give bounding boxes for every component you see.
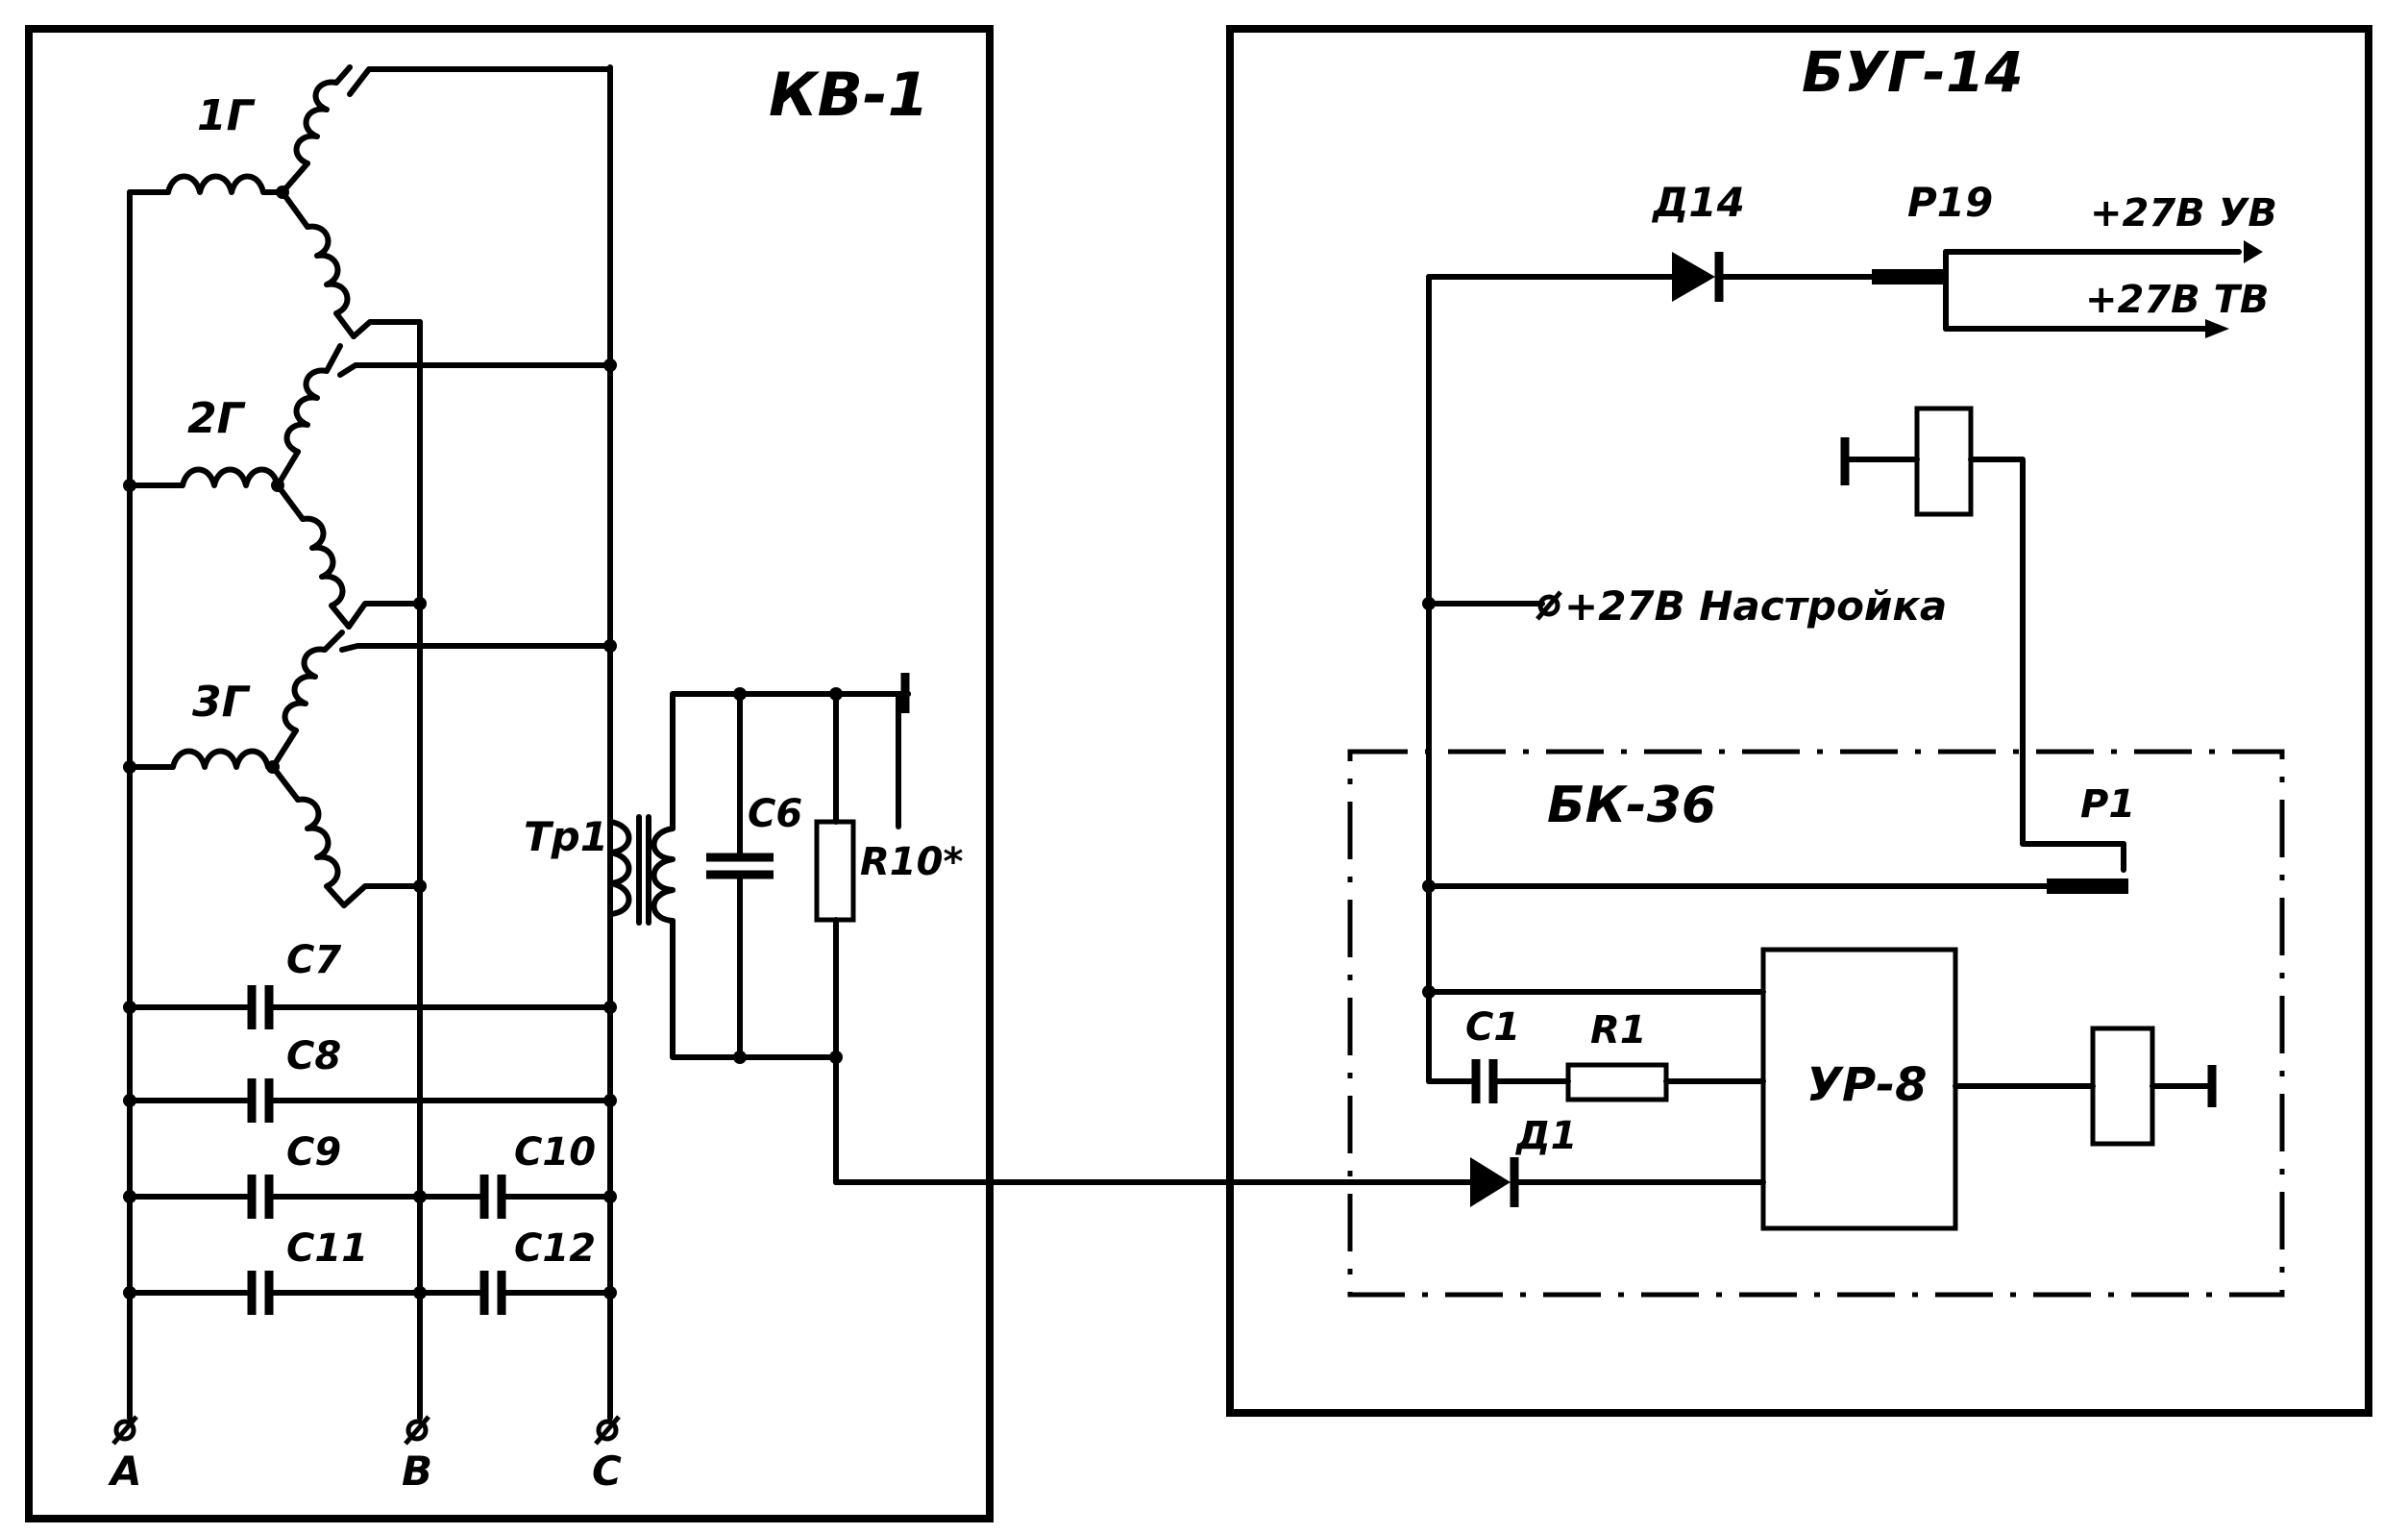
terminal-b-label: B (402, 1447, 432, 1495)
tuning-input: +27В Настройка (1422, 582, 1947, 630)
tr1-label: Тр1 (524, 813, 608, 860)
capacitor-c6: С6 (706, 691, 802, 1060)
bk36-title: БК-36 (1547, 777, 1716, 834)
output-uv-label: +27В УВ (2090, 191, 2277, 235)
generator-2g-label: 2Г (187, 394, 246, 443)
d1-label: Д1 (1514, 1114, 1577, 1158)
p1-label: Р1 (2080, 782, 2135, 827)
c12-label: С12 (514, 1226, 596, 1271)
capacitor-c12: С12 (417, 1226, 617, 1315)
kv1-frame (25, 25, 994, 1522)
generator-3g: 3Г (123, 630, 617, 908)
generator-3g-label: 3Г (192, 678, 251, 727)
ground-symbol (833, 673, 910, 713)
c7-label: С7 (286, 938, 341, 982)
c10-label: С10 (514, 1130, 596, 1175)
capacitor-c7: С7 (123, 938, 617, 1029)
generator-2g: 2Г (123, 343, 617, 630)
r1-label: R1 (1590, 1008, 1647, 1052)
terminal-b: B (402, 1415, 432, 1495)
bug14-title: БУГ-14 (1802, 39, 2024, 105)
diode-d1: Д1 (1470, 1114, 1766, 1207)
c1-label: С1 (1465, 1005, 1520, 1050)
resistor-r1: R1 (1565, 1008, 1766, 1102)
capacitor-c9: С9 (123, 1130, 427, 1219)
ur8-label: УР-8 (1806, 1058, 1928, 1112)
c8-label: С8 (286, 1034, 341, 1078)
r10-label: R10* (860, 840, 963, 884)
p19-label: Р19 (1907, 179, 1993, 226)
terminal-c-label: C (592, 1447, 622, 1495)
c9-label: С9 (286, 1130, 341, 1175)
transformer-tr1: Тр1 (524, 813, 676, 926)
tuning-label: +27В Настройка (1564, 582, 1947, 630)
relay-contact-p19: Р19 +27В УВ +27В ТВ (1872, 179, 2277, 338)
capacitor-c11: С11 (123, 1226, 427, 1315)
terminal-a-label: A (108, 1447, 142, 1495)
capacitor-c8: С8 (123, 1034, 617, 1123)
c11-label: С11 (286, 1226, 368, 1271)
generator-1g-label: 1Г (197, 91, 256, 140)
resistor-r10: R10* (814, 691, 963, 1060)
capacitor-c1: С1 (1465, 1005, 1571, 1103)
output-tv-label: +27В ТВ (2085, 278, 2269, 322)
capacitor-c10: С10 (417, 1130, 617, 1219)
diode-d14: Д14 (1651, 179, 1875, 302)
terminal-a: A (108, 1415, 142, 1495)
generator-1g: 1Г (165, 64, 613, 339)
bug14-frame (1226, 25, 2372, 1417)
c6-label: С6 (748, 792, 802, 836)
relay-coil-p1 (1953, 1026, 2217, 1147)
ur8-block: УР-8 (1760, 947, 1958, 1231)
terminal-c: C (592, 1415, 622, 1495)
d14-label: Д14 (1651, 179, 1745, 226)
bk36-frame (1347, 749, 2285, 1298)
relay-coil-p19 (1840, 406, 2126, 847)
relay-contact-p1: Р1 (1422, 782, 2135, 894)
kv1-title: КВ-1 (769, 60, 929, 130)
